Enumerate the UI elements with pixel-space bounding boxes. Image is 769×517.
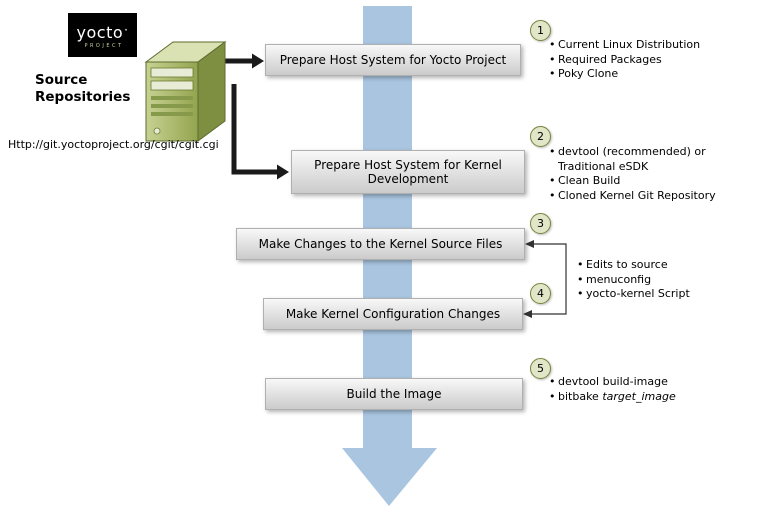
step-number-2: 2 — [530, 126, 551, 147]
step-box-1: Prepare Host System for Yocto Project — [265, 44, 521, 76]
source-repositories-label: Source Repositories — [35, 72, 130, 106]
notes-step-5: devtool build-image bitbake target_image — [548, 375, 748, 404]
source-label-line2: Repositories — [35, 89, 131, 105]
step-box-2: Prepare Host System for Kernel Developme… — [291, 150, 525, 194]
step-number-5-text: 5 — [537, 362, 544, 375]
step-number-5: 5 — [530, 358, 551, 379]
step-number-3-text: 3 — [537, 217, 544, 230]
note-item: Cloned Kernel Git Repository — [548, 189, 720, 204]
step-number-1: 1 — [530, 20, 551, 41]
note-item: Poky Clone — [548, 67, 748, 82]
note-item-bitbake: bitbake target_image — [548, 390, 748, 405]
connector-arrowhead-step3 — [525, 240, 534, 248]
bitbake-command: bitbake — [558, 389, 603, 403]
note-item: Edits to source — [576, 258, 746, 273]
step-box-5-label: Build the Image — [346, 387, 442, 401]
step-number-4: 4 — [530, 283, 551, 304]
repository-url: Http://git.yoctoproject.org/cgit/cgit.cg… — [8, 138, 219, 151]
notes-step-2: devtool (recommended) or Traditional eSD… — [548, 145, 720, 203]
step-number-3: 3 — [530, 213, 551, 234]
note-item: devtool build-image — [548, 375, 748, 390]
step-number-1-text: 1 — [537, 24, 544, 37]
step-box-1-label: Prepare Host System for Yocto Project — [279, 53, 507, 67]
step-box-3-label: Make Changes to the Kernel Source Files — [258, 237, 503, 251]
step-number-4-text: 4 — [537, 287, 544, 300]
source-label-line1: Source — [35, 72, 88, 88]
steps-3-4-connector — [532, 243, 567, 315]
step-number-2-text: 2 — [537, 130, 544, 143]
step-box-4-label: Make Kernel Configuration Changes — [285, 307, 501, 321]
server-icon — [144, 41, 227, 142]
connector-arrowhead-step4 — [523, 310, 532, 318]
server-to-step2-arrow — [231, 84, 289, 180]
note-item: Clean Build — [548, 174, 720, 189]
step-box-2-label: Prepare Host System for Kernel Developme… — [314, 158, 502, 186]
note-item: Required Packages — [548, 53, 748, 68]
yocto-project-logo: yocto· PROJECT — [68, 13, 137, 57]
logo-text: yocto — [76, 22, 124, 42]
logo-dot: · — [124, 22, 129, 37]
logo-subtext: PROJECT — [84, 42, 124, 49]
notes-steps-3-4: Edits to source menuconfig yocto-kernel … — [576, 258, 746, 302]
bitbake-target-argument: target_image — [602, 389, 676, 403]
note-item: yocto-kernel Script — [576, 287, 746, 302]
step-box-3: Make Changes to the Kernel Source Files — [236, 228, 525, 260]
note-item: menuconfig — [576, 273, 746, 288]
notes-step-1: Current Linux Distribution Required Pack… — [548, 38, 748, 82]
step-box-5: Build the Image — [265, 378, 523, 410]
note-item: Current Linux Distribution — [548, 38, 748, 53]
note-item: devtool (recommended) or Traditional eSD… — [548, 145, 720, 174]
logo-wordmark: yocto· — [77, 22, 129, 41]
step-box-4: Make Kernel Configuration Changes — [263, 298, 523, 330]
